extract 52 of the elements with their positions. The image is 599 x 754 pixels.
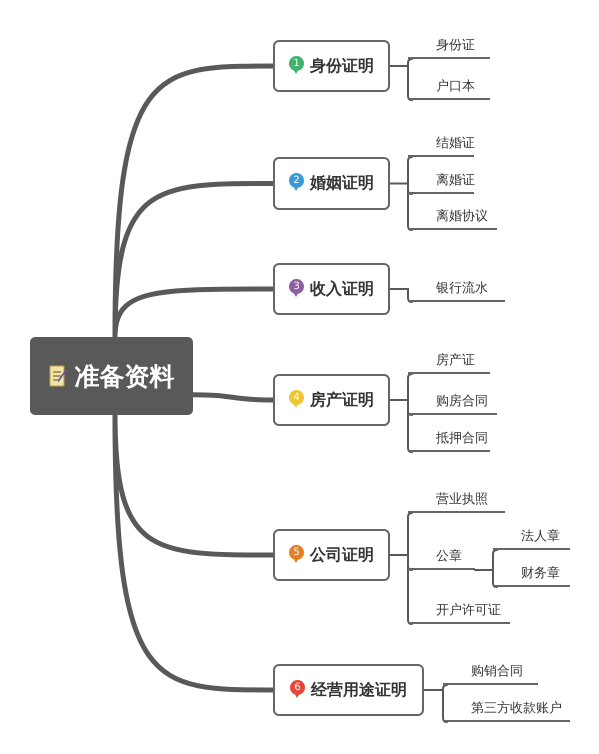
- topic-box: [273, 664, 424, 716]
- subtopic-text: [408, 391, 497, 415]
- subtopic-label: 离婚证: [436, 172, 475, 189]
- topic-box: [273, 374, 390, 426]
- topic-label: 经营用途证明: [311, 680, 407, 700]
- subtopic-text: [443, 698, 570, 722]
- topic-label: 婚姻证明: [310, 173, 374, 194]
- subtopic-label: 营业执照: [436, 491, 488, 508]
- subtopic-label: 离婚协议: [436, 208, 488, 225]
- subtopic-text: [408, 600, 510, 624]
- subtopic-label: 购销合同: [471, 663, 523, 680]
- connector-line: [423, 689, 448, 723]
- connector-line: [190, 392, 276, 402]
- subtopic-label: 身份证: [436, 37, 475, 54]
- central-topic-box: [30, 337, 193, 415]
- subtopic-label: 开户许可证: [436, 602, 501, 619]
- subtopic-text: [408, 546, 475, 570]
- connector-line: [389, 65, 413, 101]
- subtopic-text: [408, 278, 505, 302]
- topic-label: 房产证明: [310, 390, 374, 410]
- connector-line: [389, 182, 413, 231]
- subtopic-label: 房产证: [436, 352, 475, 369]
- connector-line: [474, 569, 498, 588]
- subtopic-label: 银行流水: [436, 280, 488, 297]
- topic-box: [273, 40, 390, 92]
- subtopic-text: [408, 170, 474, 194]
- subtopic-label: 购房合同: [436, 393, 488, 410]
- subtopic-text: [408, 489, 505, 513]
- topic-label: 身份证明: [310, 56, 374, 76]
- priority-marker: 2: [289, 173, 304, 188]
- connector-line: [389, 288, 413, 303]
- subtopic-label: 财务章: [521, 565, 560, 582]
- topic-label: 收入证明: [310, 278, 374, 300]
- subtopic-text: [408, 76, 490, 100]
- topic-box: [273, 529, 390, 581]
- subtopic-text: [493, 526, 570, 550]
- subtopic-label: 户口本: [436, 78, 475, 95]
- subtopic-label: 第三方收款账户: [471, 700, 562, 717]
- topic-box: [273, 263, 390, 315]
- subtopic-text: [493, 563, 570, 587]
- subtopic-label: 结婚证: [436, 135, 475, 152]
- subtopic-text: [408, 206, 497, 230]
- subtopic-label: 法人章: [521, 528, 560, 545]
- topic-label: 公司证明: [310, 544, 374, 566]
- subtopic-text: [408, 133, 474, 157]
- central-topic-label: 准备资料: [74, 360, 174, 392]
- topic-box: [273, 157, 390, 210]
- subtopic-label: 公章: [436, 548, 462, 565]
- connector-line: [389, 554, 413, 625]
- subtopic-label: 抵押合同: [436, 430, 488, 447]
- connector-line: [389, 399, 413, 453]
- subtopic-text: [408, 350, 490, 374]
